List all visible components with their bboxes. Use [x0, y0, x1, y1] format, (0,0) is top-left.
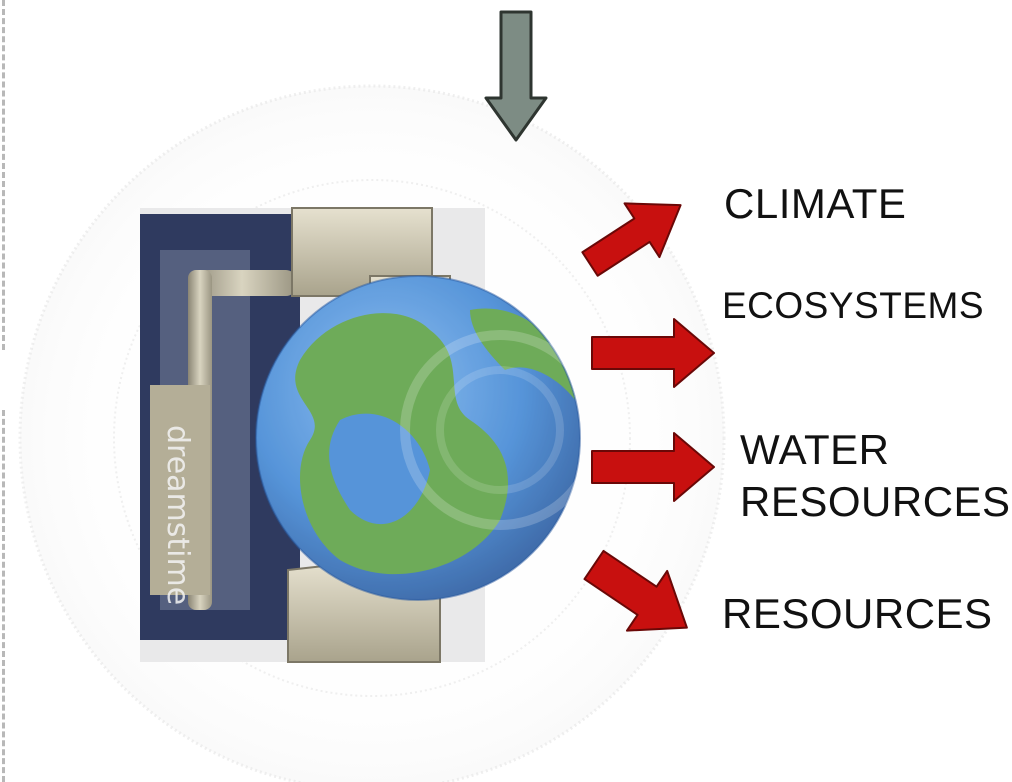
- label-water-line2: RESOURCES: [740, 478, 1011, 525]
- output-arrows: [581, 202, 715, 632]
- label-water-line1: WATER: [740, 426, 890, 473]
- right-arrow-icon: [591, 318, 715, 388]
- left-dashed-border-bottom: [2, 410, 5, 782]
- label-climate: CLIMATE: [724, 180, 907, 227]
- left-dashed-border-top: [2, 0, 5, 350]
- right-arrow-icon: [581, 202, 682, 277]
- watermark: dreamstime: [160, 425, 195, 605]
- label-resources: RESOURCES: [722, 590, 993, 637]
- down-arrow-icon: [484, 10, 548, 142]
- globe-in-vise-image: dreamstime: [140, 207, 600, 663]
- right-arrow-icon: [583, 549, 688, 632]
- right-arrow-icon: [591, 432, 715, 502]
- label-water-resources: WATER RESOURCES: [740, 424, 1011, 528]
- label-ecosystems: ECOSYSTEMS: [722, 285, 984, 326]
